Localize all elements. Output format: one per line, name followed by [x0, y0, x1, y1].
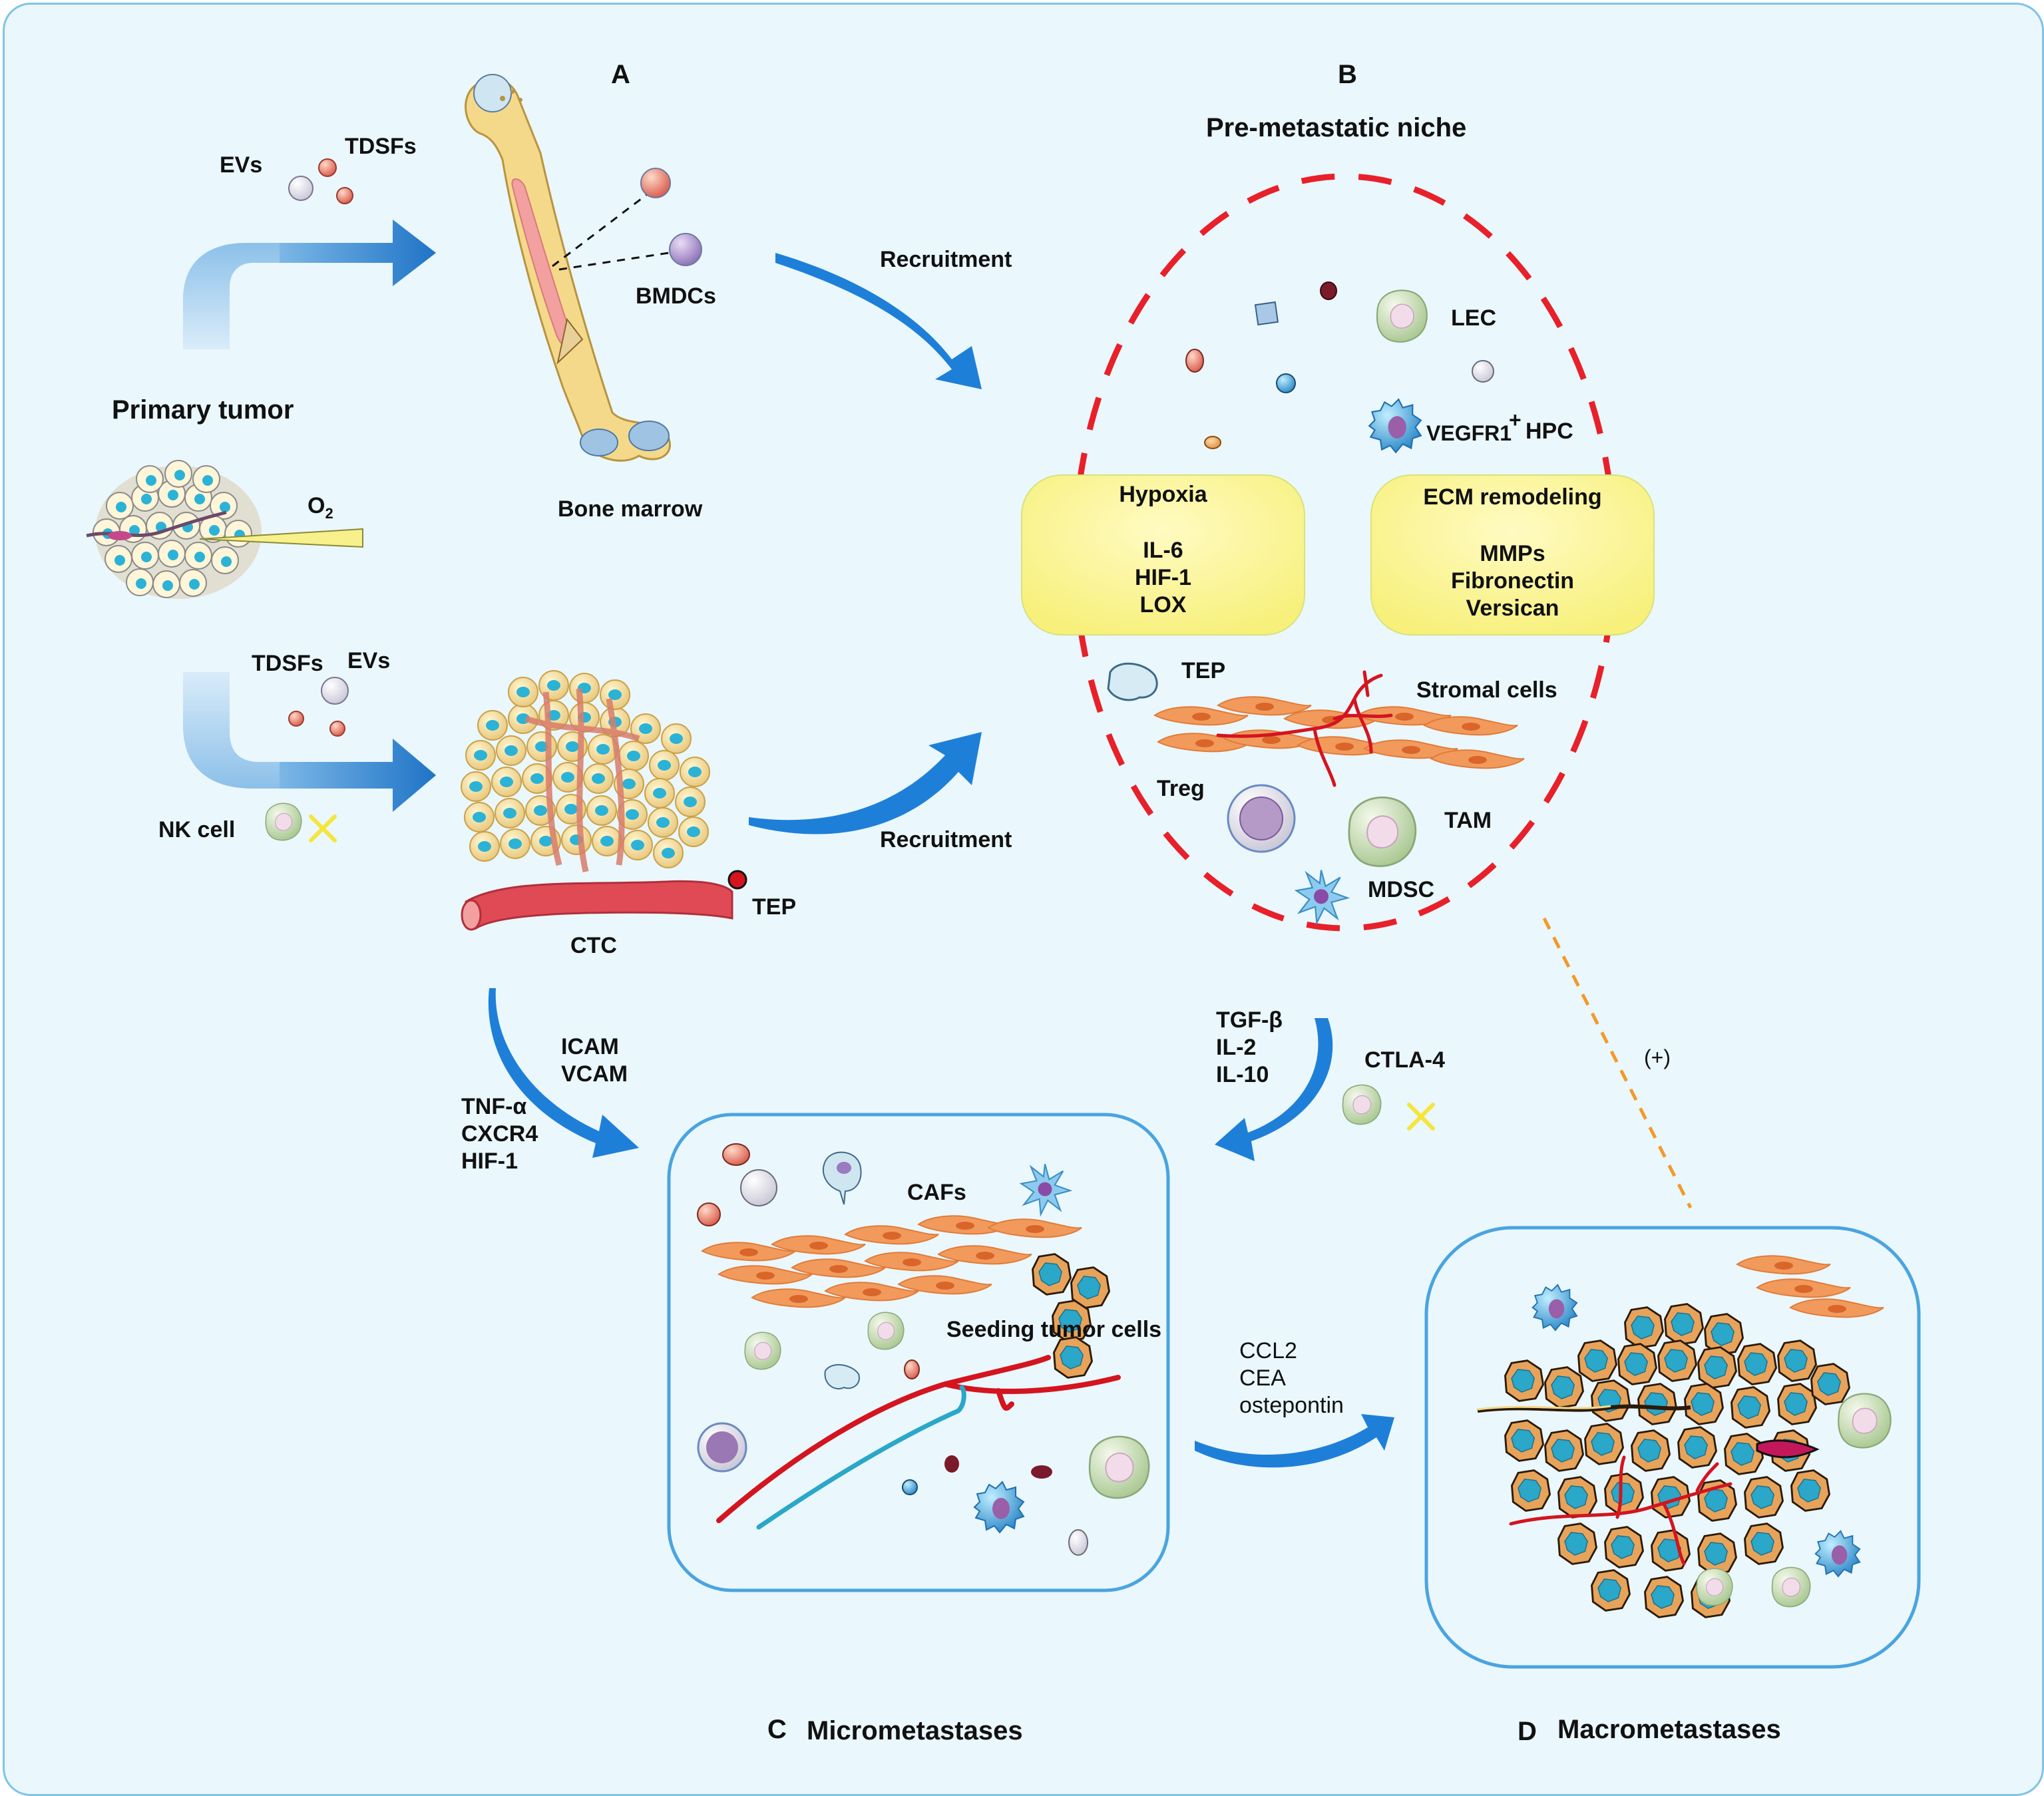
macrometastases-box	[1424, 1226, 1921, 1669]
macrometastases-caption: Macrometastases	[1557, 1715, 1781, 1744]
tgf-beta-label: TGF-β	[1216, 1007, 1283, 1033]
lower-vesicles	[288, 677, 349, 737]
niche-small-particles	[1185, 281, 1494, 449]
il2-label: IL-2	[1216, 1035, 1257, 1060]
ecm-item-2: Fibronectin	[1450, 568, 1575, 594]
tam-label: TAM	[1444, 808, 1492, 833]
lower-tdsfs-label: TDSFs	[252, 651, 323, 676]
mdsc-cell-illustration	[1295, 869, 1348, 924]
top-tdsfs-label: TDSFs	[345, 134, 417, 159]
bmdcs-label: BMDCs	[636, 283, 716, 309]
cea-label: CEA	[1239, 1365, 1286, 1391]
plus-link-label: (+)	[1644, 1045, 1671, 1069]
recruitment-arrow-lower	[749, 732, 982, 834]
stromal-cells-illustration	[1154, 670, 1525, 787]
primary-tumor-illustration	[86, 460, 363, 599]
panel-label-c: C	[767, 1715, 787, 1744]
micrometastases-box	[667, 1113, 1170, 1592]
micrometastases-caption: Micrometastases	[807, 1716, 1023, 1745]
recruitment-upper-label: Recruitment	[880, 247, 1012, 272]
ctla4-cell-illustration	[1342, 1084, 1382, 1125]
hypoxia-title: Hypoxia	[1119, 482, 1207, 507]
ctc-cluster-illustration	[461, 670, 747, 931]
bmdc-pointers	[552, 168, 702, 271]
ecm-remodeling-box	[1370, 474, 1655, 635]
tnf-alpha-label: TNF-α	[461, 1094, 527, 1119]
niche-to-micro-arrow	[1215, 1018, 1333, 1161]
bone-marrow-label: Bone marrow	[558, 496, 703, 522]
top-evs-label: EVs	[220, 152, 263, 178]
o2-symbol: O	[307, 493, 325, 518]
cxcr4-label: CXCR4	[461, 1121, 538, 1147]
ccl2-label: CCL2	[1239, 1338, 1297, 1363]
recruitment-lower-label: Recruitment	[880, 827, 1012, 852]
vegfr1-plus-label: +	[1509, 408, 1522, 432]
top-vesicles	[288, 158, 353, 204]
niche-to-macro-dashed-link	[1542, 917, 1693, 1209]
ctc-to-micro-arrow	[488, 988, 639, 1158]
lower-evs-label: EVs	[347, 648, 391, 673]
treg-label: Treg	[1157, 776, 1205, 801]
o2-subscript: 2	[325, 505, 333, 522]
nk-cell-label: NK cell	[158, 817, 236, 842]
vegfr1-label: VEGFR1	[1426, 421, 1512, 445]
ctc-label: CTC	[570, 933, 617, 958]
hpc-cell-illustration	[1368, 399, 1422, 453]
mdsc-label: MDSC	[1368, 877, 1435, 902]
hypoxia-item-3: LOX	[1139, 592, 1187, 618]
o2-label: O2	[307, 492, 333, 522]
ecm-title: ECM remodeling	[1423, 484, 1602, 510]
nk-cell-blocked-x-icon	[311, 816, 335, 840]
niche-title: Pre-metastatic niche	[1206, 113, 1467, 142]
ctla4-blocked-x-icon	[1409, 1105, 1433, 1129]
primary-tumor-title: Primary tumor	[112, 395, 294, 425]
ctla4-label: CTLA-4	[1364, 1047, 1445, 1073]
il10-label: IL-10	[1216, 1062, 1269, 1087]
stromal-cells-label: Stromal cells	[1416, 677, 1557, 703]
ctc-tep-label: TEP	[752, 894, 797, 920]
ecm-item-3: Versican	[1466, 596, 1559, 621]
lec-label: LEC	[1451, 305, 1496, 331]
left-hif1-label: HIF-1	[461, 1149, 518, 1174]
niche-tep-label: TEP	[1181, 658, 1226, 683]
panel-label-a: A	[611, 60, 630, 89]
bone-illustration	[465, 74, 671, 462]
macrometastases-contents	[1477, 1255, 1892, 1618]
tam-cell-illustration	[1348, 797, 1417, 868]
micro-to-macro-arrow	[1195, 1414, 1394, 1468]
seeding-tumor-cells-label: Seeding tumor cells	[946, 1317, 1162, 1342]
lec-cell-illustration	[1376, 289, 1428, 343]
niche-tep-illustration	[1107, 662, 1158, 701]
ecm-item-1: MMPs	[1480, 541, 1545, 566]
cafs-label: CAFs	[907, 1180, 966, 1205]
ostepontin-label: ostepontin	[1239, 1393, 1344, 1418]
nk-cell-illustration	[265, 803, 302, 841]
hypoxia-item-2: HIF-1	[1135, 565, 1191, 590]
treg-cell-illustration	[1227, 784, 1296, 853]
panel-label-b: B	[1338, 60, 1357, 89]
micrometastases-contents	[697, 1143, 1150, 1556]
hypoxia-item-1: IL-6	[1143, 538, 1183, 563]
hpc-label: HPC	[1526, 419, 1573, 444]
icam-label: ICAM	[561, 1034, 619, 1059]
top-l-arrow	[183, 220, 436, 349]
hypoxia-box	[1021, 474, 1305, 635]
lower-l-arrow	[183, 672, 436, 812]
vcam-label: VCAM	[561, 1061, 628, 1087]
panel-label-d: D	[1518, 1717, 1537, 1746]
recruitment-arrow-upper	[775, 253, 982, 389]
